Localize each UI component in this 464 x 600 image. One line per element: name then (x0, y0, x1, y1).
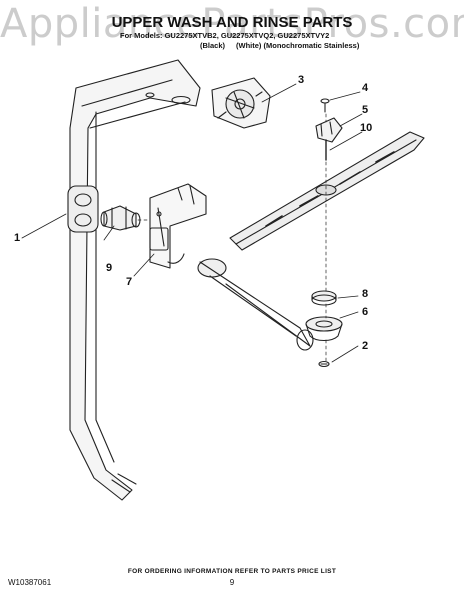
page-number: 9 (229, 578, 235, 587)
model-list: For Models: GU2275XTVB2, GU2275XTVQ2, GU… (120, 31, 330, 40)
clip-part-5 (315, 117, 343, 161)
bracket-part-7 (149, 183, 207, 269)
callout-2: 2 (362, 340, 369, 352)
seal-ring-part-8 (311, 290, 337, 306)
callout-4: 4 (362, 82, 369, 94)
callout-7: 7 (126, 276, 133, 288)
watermark: AppliancePartsPros.com (0, 1, 464, 47)
callout-10: 10 (360, 122, 373, 134)
screw-part-4 (320, 98, 330, 113)
leader-lines (21, 83, 363, 363)
callout-5: 5 (362, 104, 369, 116)
callout-9: 9 (106, 262, 113, 274)
callout-3: 3 (298, 74, 305, 86)
manifold-tube (197, 258, 314, 351)
supply-tube-part-1 (67, 59, 201, 501)
diverter-part-3 (211, 77, 271, 129)
connector-part-9 (100, 205, 141, 231)
callout-1: 1 (14, 232, 21, 244)
ordering-note: FOR ORDERING INFORMATION REFER TO PARTS … (127, 568, 337, 575)
nut-part-2 (318, 360, 330, 368)
variant-black-label: (Black) (200, 41, 226, 50)
callout-6: 6 (362, 306, 369, 318)
page-title: UPPER WASH AND RINSE PARTS (111, 14, 353, 31)
variant-white-label: (White) (Monochromatic Stainless) (236, 41, 360, 50)
document-number: W10387061 (8, 578, 52, 587)
bearing-part-6 (305, 316, 343, 342)
spray-arm-part-10 (229, 131, 425, 251)
callout-8: 8 (362, 288, 369, 300)
assembly-lines (137, 113, 327, 363)
